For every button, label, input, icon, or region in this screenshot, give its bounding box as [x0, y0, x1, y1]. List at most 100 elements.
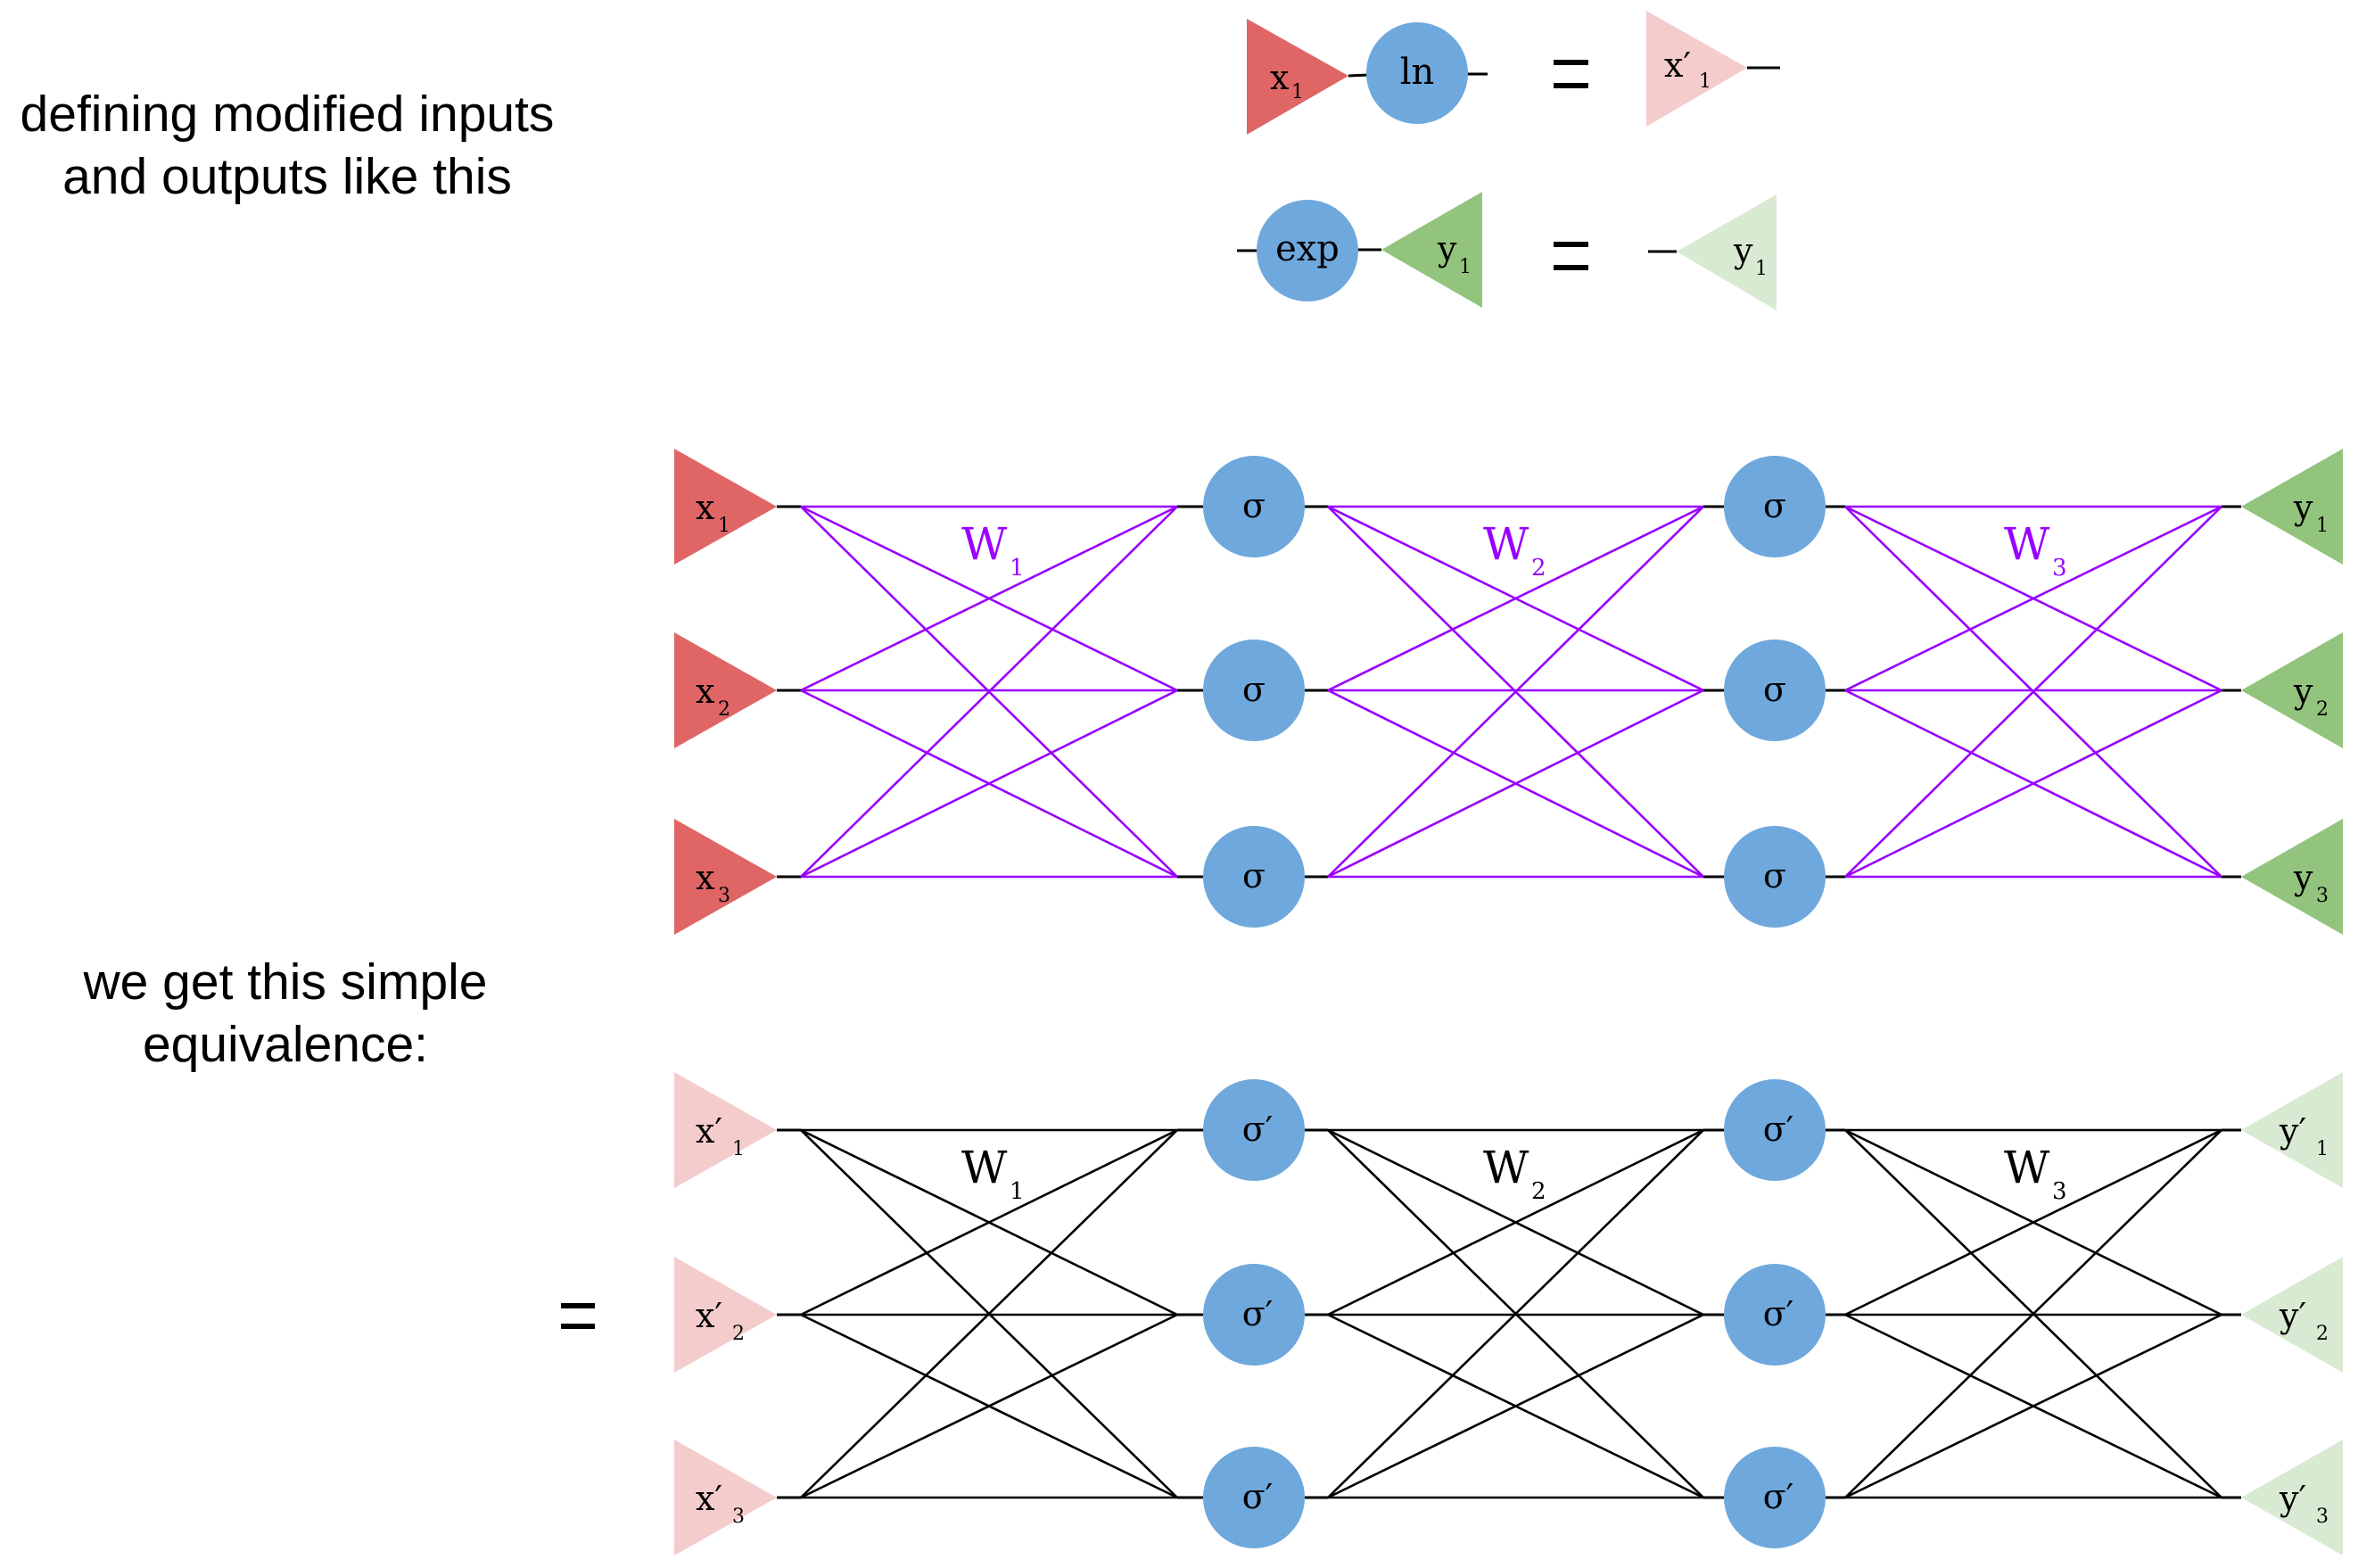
label-main: y	[2293, 858, 2313, 897]
label-main: y′	[2279, 1111, 2306, 1151]
activation-circle	[1203, 1264, 1305, 1366]
input-label: x′3	[696, 1479, 745, 1528]
output-label: y′2	[2279, 1296, 2329, 1345]
label-sub: 1	[1755, 258, 1768, 280]
definition-caption-line-1: defining modified inputs	[21, 86, 555, 143]
label-main: x	[696, 672, 714, 711]
exp-node	[1257, 200, 1358, 301]
edge-3-2	[800, 689, 1178, 879]
input-node-x1-triangle	[1247, 19, 1348, 135]
activation-node: σ′	[1724, 1264, 1826, 1366]
activation-label: σ	[1763, 856, 1786, 895]
activation-circle	[1724, 1079, 1826, 1181]
definition-caption-line-2: and outputs like this	[62, 148, 512, 205]
input-node: x′1	[674, 1072, 777, 1188]
label-main: x′	[1664, 45, 1691, 85]
weight-matrix-3-edges	[1844, 1128, 2222, 1499]
label-sub: 1	[1291, 81, 1304, 103]
modified-output-node-y1-label: y 1	[1733, 231, 1768, 280]
activation-node: σ′	[1203, 1264, 1305, 1366]
edge-3-2	[1327, 1313, 1704, 1499]
output-label: y′3	[2279, 1479, 2329, 1528]
activation-circle	[1203, 826, 1305, 928]
activation-circle	[1724, 456, 1826, 557]
weight-label-main: W	[2004, 1142, 2050, 1193]
edge-2-1	[1844, 1128, 2222, 1316]
weight-label-main: W	[961, 1142, 1008, 1193]
label-main: x	[1270, 58, 1289, 97]
input-triangle	[674, 1072, 777, 1188]
activation-label: σ	[1242, 856, 1266, 895]
label-main: x′	[696, 1111, 722, 1151]
weight-label-sub: 1	[1010, 555, 1025, 582]
label-sub: 1	[2316, 515, 2329, 537]
weight-matrix-2-edges	[1327, 505, 1704, 879]
output-node: y′1	[2241, 1072, 2343, 1188]
equals-sign	[1554, 60, 1588, 88]
label-sub: 3	[732, 1506, 745, 1528]
input-transform-definition: x 1 ln x′ 1	[1247, 11, 1780, 135]
output-triangle	[2241, 819, 2343, 935]
edge-2-1	[800, 505, 1178, 692]
weight-label-main: W	[1483, 518, 1529, 570]
edge-3-1	[1844, 506, 2222, 878]
input-triangle	[674, 449, 777, 565]
label-main: y	[2293, 488, 2313, 527]
label-sub: 2	[2316, 698, 2329, 721]
label-sub: 3	[2316, 885, 2329, 907]
label-sub: 1	[1459, 256, 1472, 278]
input-label: x′2	[696, 1296, 745, 1345]
modified-input-node-x1-triangle	[1646, 11, 1747, 127]
activation-label: σ	[1763, 670, 1786, 709]
output-node-y1-label: y 1	[1437, 229, 1472, 278]
input-label: x′1	[696, 1111, 745, 1160]
activation-label: σ′	[1242, 1477, 1274, 1516]
weight-matrix-3-edges	[1844, 505, 2222, 879]
activation-circle	[1203, 1447, 1305, 1548]
activation-circle	[1724, 826, 1826, 928]
ln-node-label: ln	[1400, 52, 1435, 93]
activation-label: σ′	[1763, 1294, 1794, 1333]
activation-node: σ′	[1203, 1079, 1305, 1181]
label-main: y	[2293, 672, 2313, 711]
weight-label-sub: 2	[1531, 1178, 1546, 1205]
label-main: y′	[2279, 1479, 2306, 1518]
weight-label-main: W	[1483, 1142, 1529, 1193]
output-triangle	[2241, 1257, 2343, 1373]
edge-3-2	[1327, 689, 1704, 879]
edge-2-1	[800, 1128, 1178, 1316]
activation-node: σ	[1724, 826, 1826, 928]
edge-3-2	[1844, 689, 2222, 879]
label-main: x	[696, 488, 714, 527]
output-triangle	[2241, 1072, 2343, 1188]
equivalence-caption-line-2: equivalence:	[143, 1016, 428, 1073]
input-triangle	[674, 632, 777, 748]
modified-input-node-x1-label: x′ 1	[1664, 45, 1711, 93]
activation-label: σ′	[1763, 1110, 1794, 1149]
equivalence-caption-line-1: we get this simple	[82, 953, 487, 1011]
wire	[1348, 73, 1369, 78]
modified-output-node-y1-triangle	[1677, 194, 1777, 310]
activation-node: σ′	[1724, 1447, 1826, 1548]
activation-circle	[1203, 456, 1305, 557]
activation-circle	[1724, 640, 1826, 741]
label-main: y	[1733, 231, 1753, 270]
label-sub: 2	[2316, 1323, 2329, 1345]
activation-circle	[1203, 640, 1305, 741]
activation-node: σ′	[1724, 1079, 1826, 1181]
edge-3-1	[1844, 1129, 2222, 1498]
